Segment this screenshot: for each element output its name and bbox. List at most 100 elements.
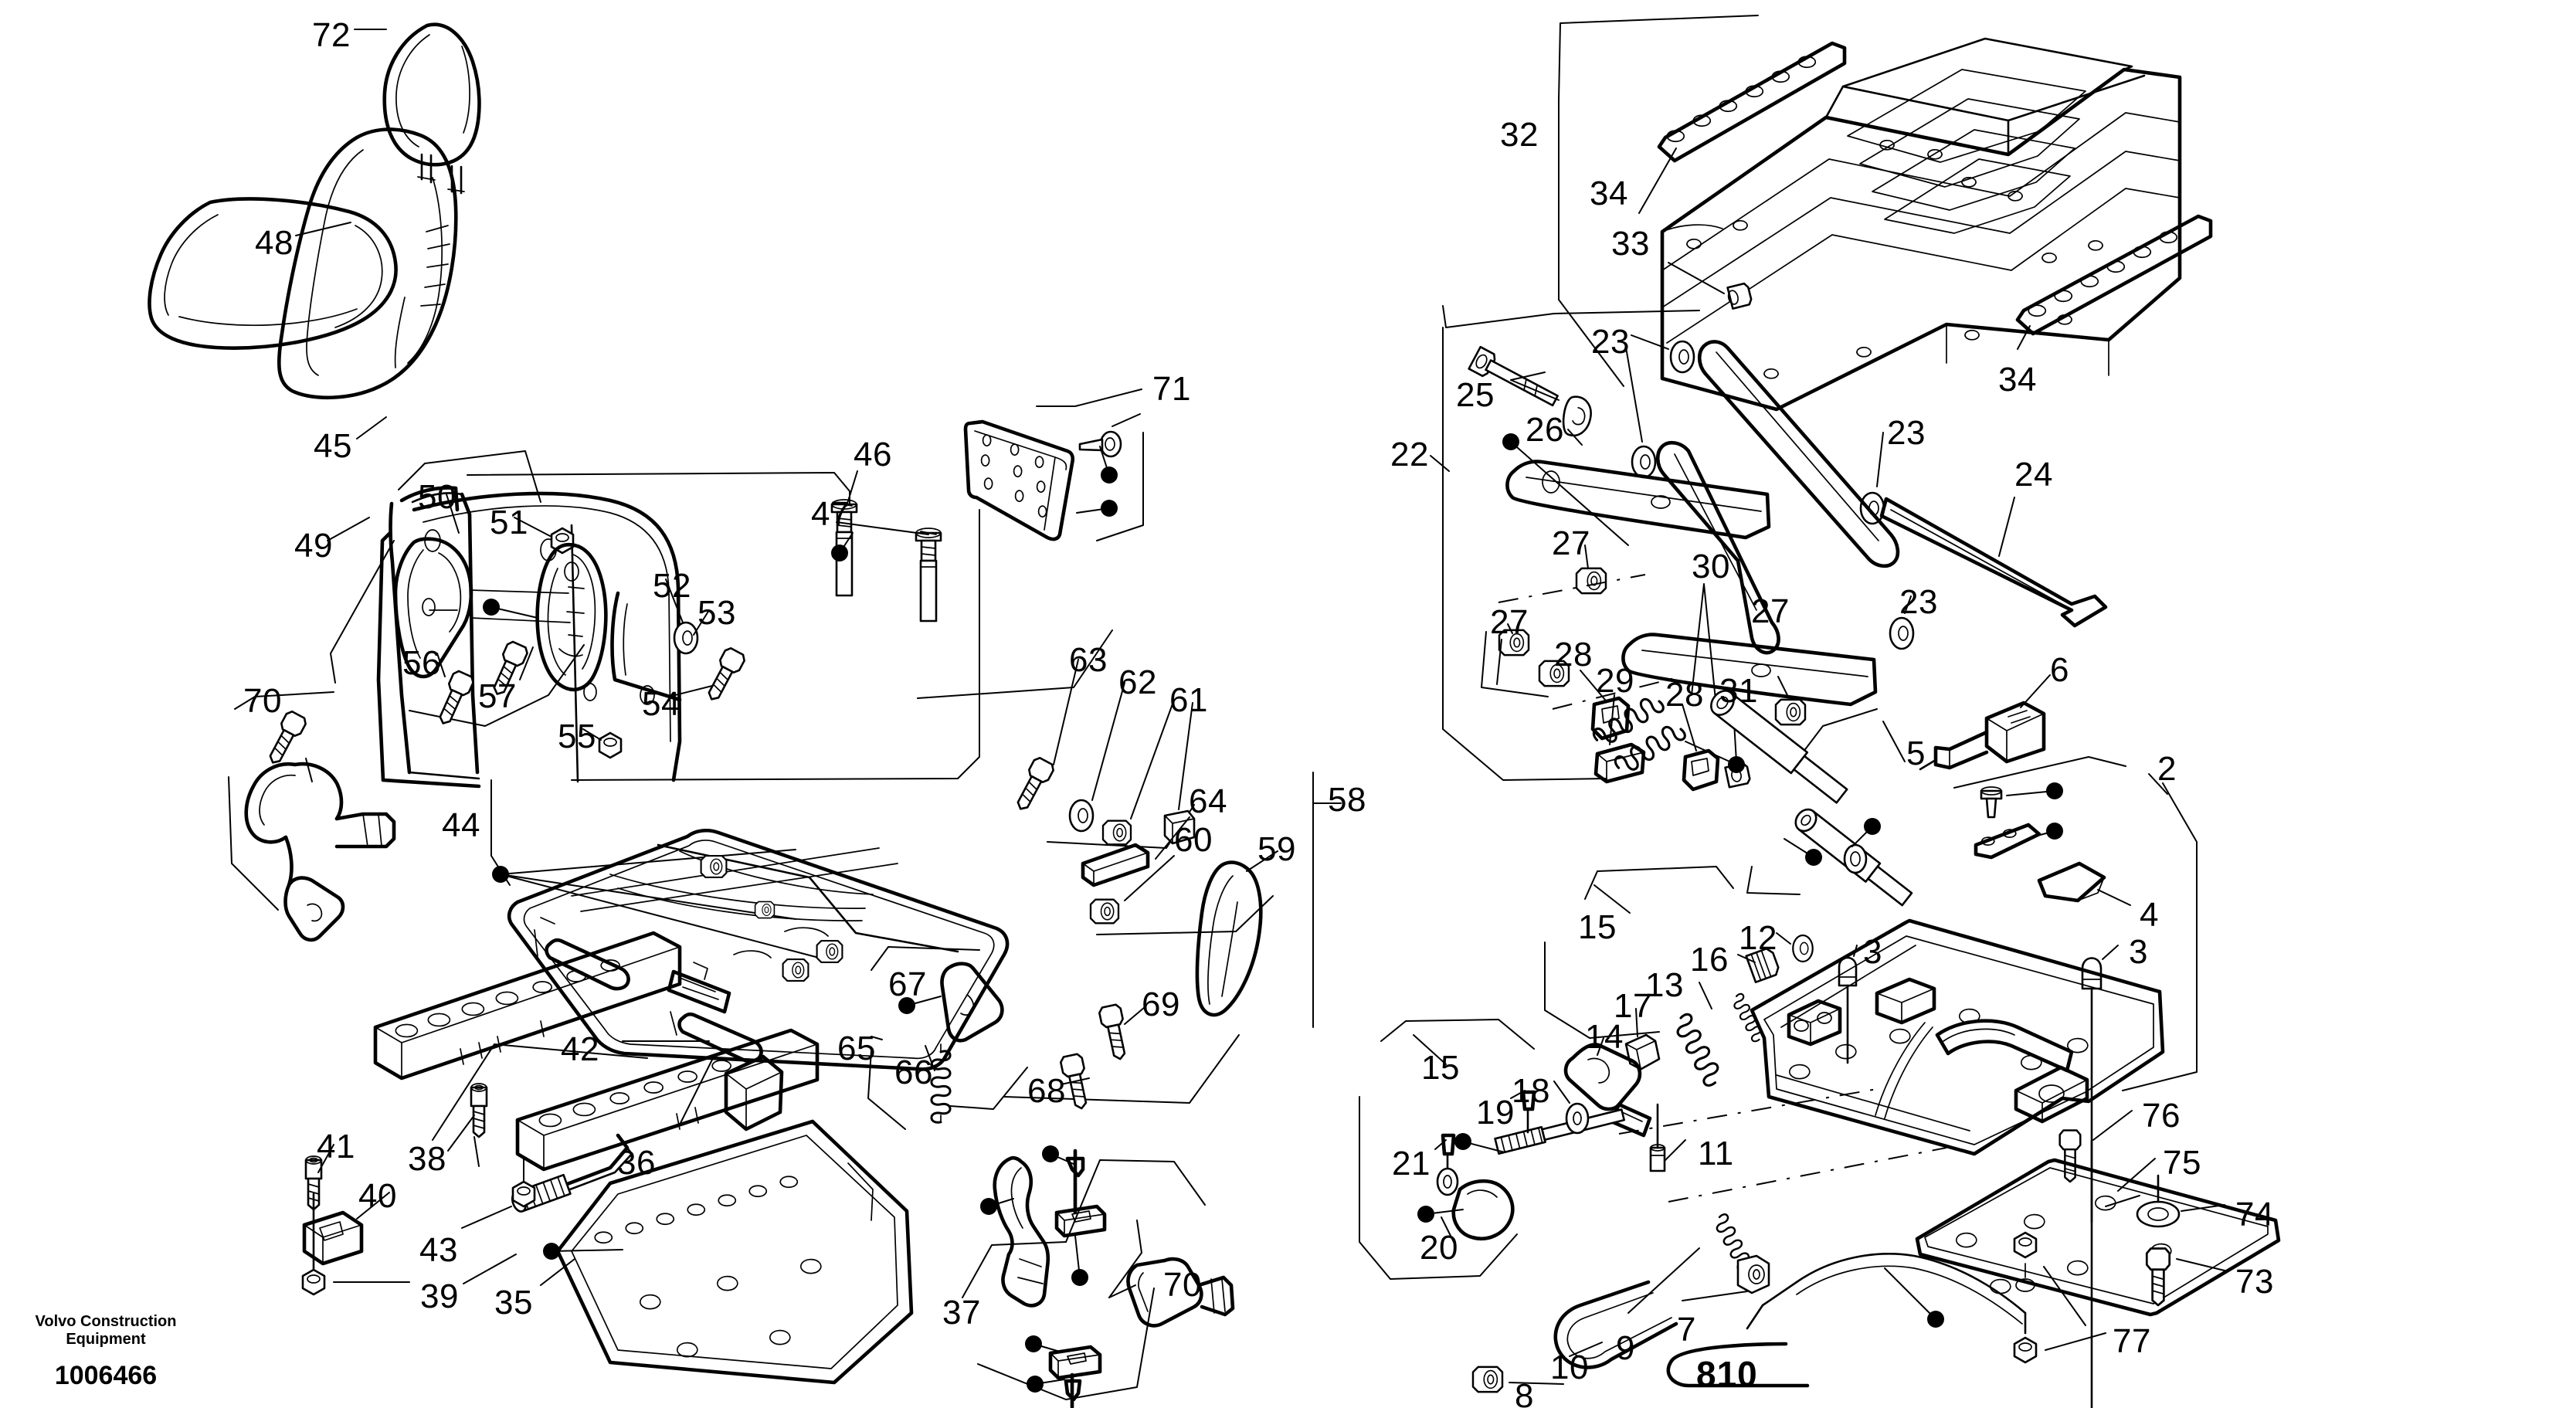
manufacturer-brand: Volvo Construction Equipment xyxy=(17,1313,195,1349)
callout-17: 17 xyxy=(1614,987,1652,1025)
callout-9: 9 xyxy=(1616,1329,1635,1367)
callout-59: 59 xyxy=(1257,830,1296,868)
callout-39: 39 xyxy=(420,1277,459,1315)
callout-34: 34 xyxy=(1590,175,1628,212)
callout-67: 67 xyxy=(888,965,927,1003)
callout-25: 25 xyxy=(1456,376,1495,414)
headrest-cushion xyxy=(382,22,481,167)
callout-73: 73 xyxy=(2235,1263,2274,1301)
callout-36: 36 xyxy=(617,1144,656,1182)
belt-anchor-left-70 xyxy=(228,691,396,942)
callout-75: 75 xyxy=(2163,1144,2201,1182)
callout-20: 20 xyxy=(1420,1229,1458,1267)
callout-10: 10 xyxy=(1550,1349,1589,1386)
damper-5 xyxy=(1685,690,1913,907)
callout-54: 54 xyxy=(642,685,680,723)
valve-switch-6 xyxy=(1919,674,2051,771)
cover-plate-71 xyxy=(963,388,1144,541)
callout-3: 3 xyxy=(1863,933,1882,971)
callout-56: 56 xyxy=(402,644,441,682)
sheet-tag-number: 810 xyxy=(1696,1354,1758,1394)
callout-47: 47 xyxy=(811,495,850,533)
callout-32: 32 xyxy=(1500,116,1539,154)
callout-16: 16 xyxy=(1690,941,1729,979)
callout-53: 53 xyxy=(697,594,736,632)
callout-19: 19 xyxy=(1476,1094,1515,1131)
callout-5: 5 xyxy=(1906,735,1926,772)
drawing-number: 1006466 xyxy=(54,1361,158,1390)
callout-63: 63 xyxy=(1069,641,1108,679)
callout-7: 7 xyxy=(1677,1311,1696,1349)
callout-74: 74 xyxy=(2235,1196,2274,1233)
callout-71: 71 xyxy=(1152,370,1191,408)
callout-61: 61 xyxy=(1169,681,1208,719)
callout-30: 30 xyxy=(1692,548,1730,585)
belt-anchor-right-70-37 xyxy=(962,1145,1235,1408)
callout-64: 64 xyxy=(1189,782,1227,820)
callout-27: 27 xyxy=(1490,603,1529,641)
callout-18: 18 xyxy=(1512,1072,1550,1110)
callout-38: 38 xyxy=(408,1140,446,1178)
callout-33: 33 xyxy=(1611,225,1650,263)
callout-27: 27 xyxy=(1552,524,1590,562)
callout-70: 70 xyxy=(243,682,282,720)
sheet-tag-bubble xyxy=(1666,1342,1810,1388)
callout-42: 42 xyxy=(561,1030,599,1068)
recliner-handle-group xyxy=(327,450,623,759)
callout-8: 8 xyxy=(1515,1377,1534,1408)
callout-46: 46 xyxy=(854,436,892,473)
backrest-frame xyxy=(376,470,980,789)
callout-51: 51 xyxy=(490,504,528,541)
callout-72: 72 xyxy=(312,16,351,54)
callout-23: 23 xyxy=(1899,583,1938,621)
callout-41: 41 xyxy=(317,1128,355,1165)
callout-2: 2 xyxy=(2157,750,2177,788)
callout-52: 52 xyxy=(653,567,691,605)
brand-line-2: Equipment xyxy=(66,1331,146,1348)
base-frame-2 xyxy=(1746,756,2281,1408)
air-bellows-32 xyxy=(1558,15,2213,412)
callout-44: 44 xyxy=(442,806,480,844)
callout-6: 6 xyxy=(2050,651,2069,689)
callout-65: 65 xyxy=(837,1030,876,1067)
callout-43: 43 xyxy=(419,1231,458,1269)
slide-rails xyxy=(301,931,914,1385)
seat-pan-44 xyxy=(490,779,1010,1071)
rod-24 xyxy=(1879,497,2108,628)
callout-21: 21 xyxy=(1392,1145,1431,1182)
callout-70: 70 xyxy=(1163,1266,1202,1304)
scissor-linkage-22 xyxy=(1430,305,1915,792)
callout-27: 27 xyxy=(1751,592,1790,630)
pivot-hardware xyxy=(917,629,1196,925)
callout-76: 76 xyxy=(2142,1097,2181,1135)
callout-15: 15 xyxy=(1578,908,1617,946)
callout-24: 24 xyxy=(2014,456,2053,494)
callout-48: 48 xyxy=(255,224,294,262)
callout-28: 28 xyxy=(1554,636,1593,673)
tilt-mech xyxy=(867,946,1028,1130)
callout-13: 13 xyxy=(1645,966,1684,1004)
callout-57: 57 xyxy=(478,677,517,715)
callout-26: 26 xyxy=(1526,411,1564,449)
callout-58: 58 xyxy=(1328,781,1366,819)
callout-31: 31 xyxy=(1719,672,1758,710)
recliner-mech xyxy=(610,578,748,706)
callout-37: 37 xyxy=(942,1294,981,1332)
callout-23: 23 xyxy=(1887,414,1926,452)
callout-12: 12 xyxy=(1739,919,1777,957)
callout-29: 29 xyxy=(1596,662,1634,700)
callout-60: 60 xyxy=(1174,821,1213,859)
callout-3: 3 xyxy=(2129,933,2148,971)
callout-49: 49 xyxy=(294,527,333,565)
callout-77: 77 xyxy=(2113,1322,2151,1360)
callout-14: 14 xyxy=(1585,1018,1624,1056)
callout-4: 4 xyxy=(2140,896,2159,934)
callout-11: 11 xyxy=(1698,1135,1734,1172)
callout-34: 34 xyxy=(1998,361,2037,399)
callout-62: 62 xyxy=(1118,663,1157,701)
callout-40: 40 xyxy=(358,1177,397,1215)
callout-22: 22 xyxy=(1390,436,1429,473)
backrest-cushion xyxy=(277,127,458,400)
